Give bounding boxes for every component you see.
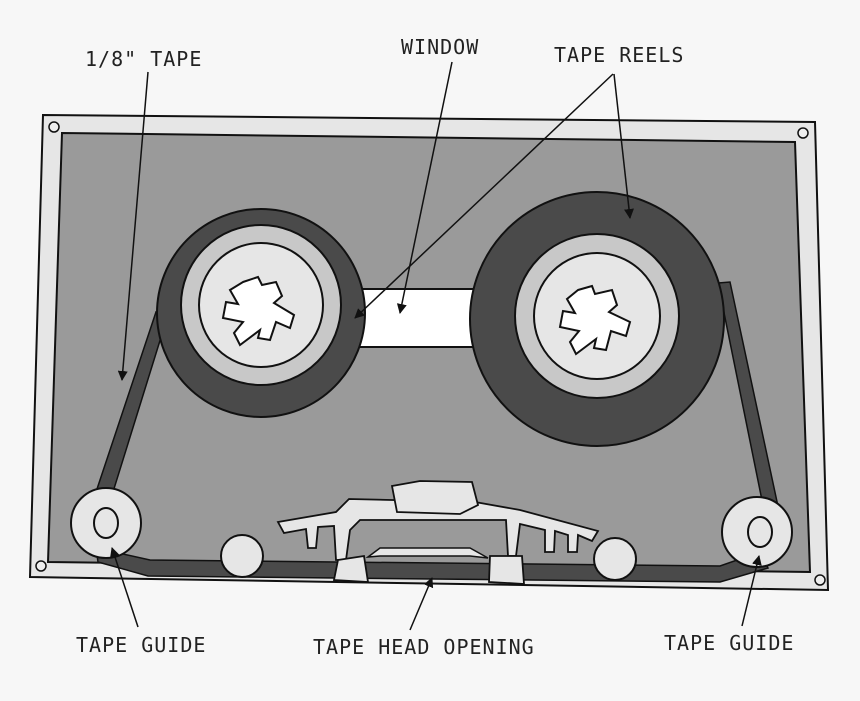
- tape-head-mechanism: [276, 480, 600, 585]
- label-tape: 1/8" TAPE: [85, 47, 202, 71]
- arrow-head-opening: [409, 577, 434, 631]
- tape-reel-right: [469, 191, 725, 447]
- tape-guide-left: [70, 487, 142, 559]
- label-tape-guide-right: TAPE GUIDE: [664, 631, 794, 655]
- arrow-guide-right: [741, 555, 762, 627]
- reel-hub-right: [558, 284, 632, 356]
- arrow-window: [396, 61, 453, 314]
- label-tape-head-opening: TAPE HEAD OPENING: [313, 635, 535, 659]
- label-tape-reels: TAPE REELS: [554, 43, 684, 67]
- screw-bottom-left: [35, 560, 47, 572]
- label-tape-guide-left: TAPE GUIDE: [76, 633, 206, 657]
- reel-hub-left: [221, 275, 296, 347]
- arrow-tape: [117, 71, 149, 381]
- arrow-guide-left: [110, 547, 139, 628]
- screw-top-left: [48, 121, 60, 133]
- screw-top-right: [797, 127, 809, 139]
- roller-right: [593, 537, 637, 581]
- label-window: WINDOW: [401, 35, 479, 59]
- arrow-reel-right: [613, 73, 634, 219]
- callout-arrows: [110, 61, 762, 631]
- arrow-reel-left: [354, 73, 614, 319]
- roller-left: [220, 534, 264, 578]
- screw-bottom-right: [814, 574, 826, 586]
- window: [344, 288, 486, 348]
- tape-guide-right: [721, 496, 793, 568]
- tape-reel-left: [156, 208, 366, 418]
